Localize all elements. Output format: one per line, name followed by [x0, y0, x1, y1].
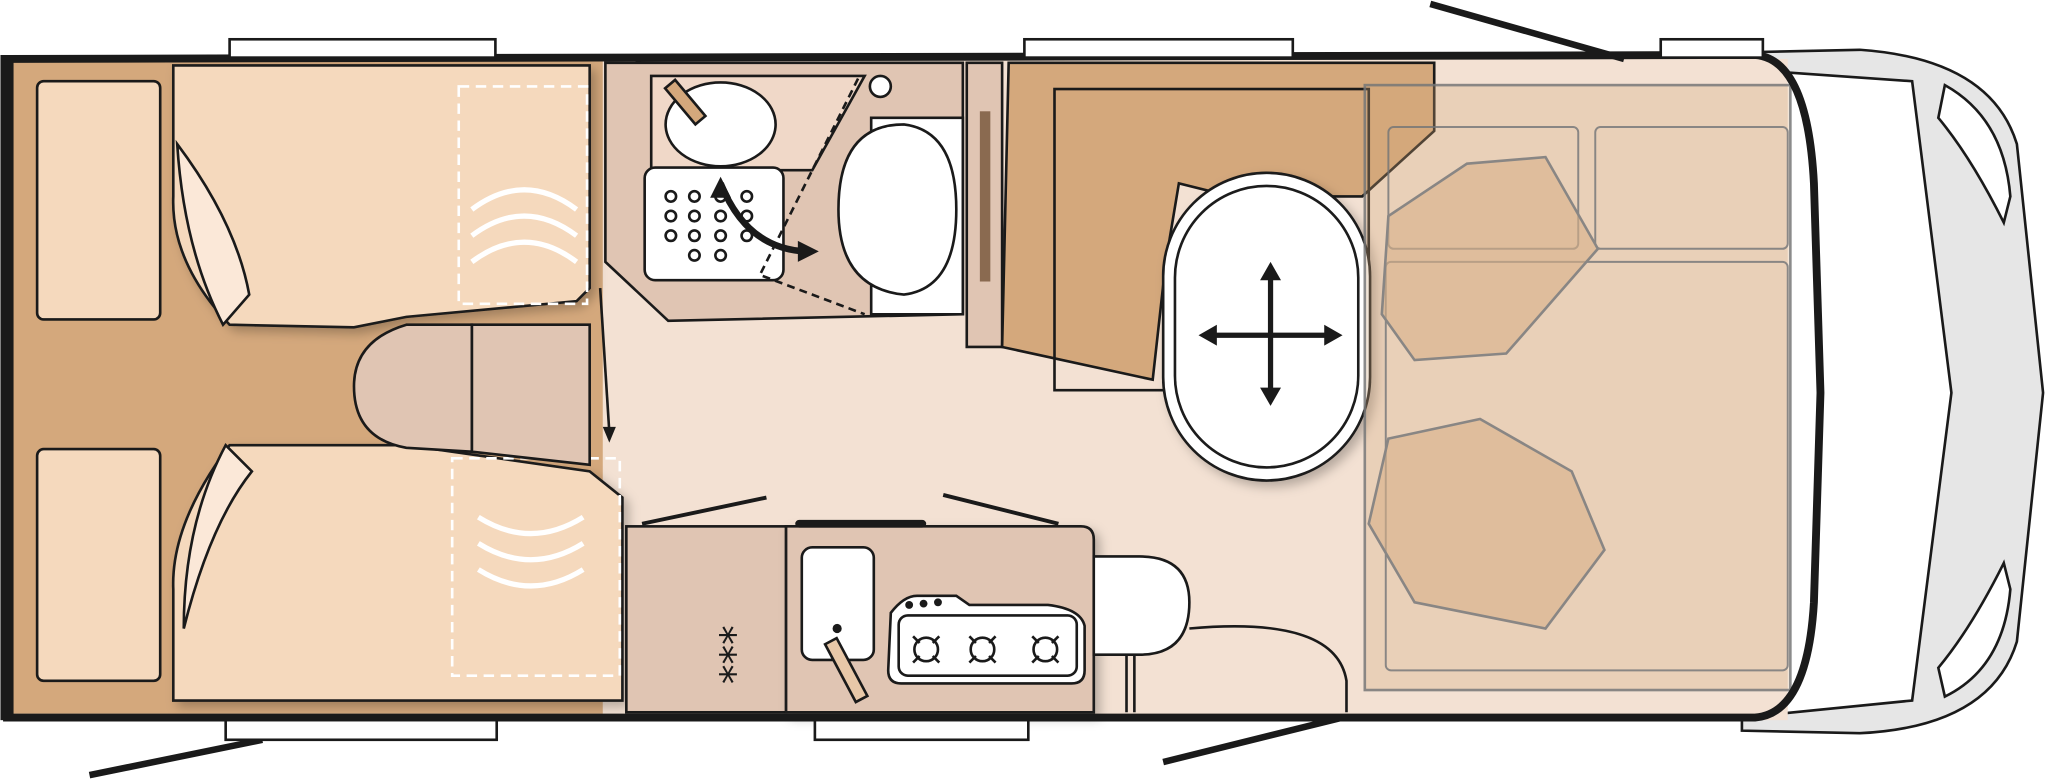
side-seat[interactable]	[1092, 555, 1191, 656]
bed-top-turned-sheet	[175, 139, 251, 328]
storage-left-bottom	[35, 447, 162, 683]
sink-faucet	[823, 636, 870, 704]
storage-left-top	[35, 79, 162, 321]
passenger-seat[interactable]	[1367, 417, 1606, 630]
cab-seating	[1363, 83, 1792, 692]
move-arrows-icon	[1198, 261, 1343, 406]
driver-seat[interactable]	[1380, 155, 1600, 362]
bed-step-cushion	[352, 323, 474, 454]
wardrobe-top	[457, 85, 589, 306]
door-handle	[979, 111, 991, 282]
door-swing-arrow-icon	[598, 287, 611, 433]
hanger-icon-bottom	[476, 514, 585, 589]
outer-wall	[3, 51, 1825, 722]
faucet	[663, 78, 708, 127]
bathroom	[604, 61, 965, 323]
bed-step	[470, 323, 591, 467]
dinette-bench[interactable]	[1000, 61, 1436, 382]
door-lines	[88, 0, 1625, 779]
fridge-symbol: ***	[698, 625, 743, 684]
toilet	[837, 123, 958, 296]
bed-top[interactable]	[171, 64, 591, 329]
wardrobe-bottom	[450, 456, 622, 677]
table[interactable]	[1161, 171, 1372, 482]
bed-bottom-turned-sheet	[182, 443, 254, 629]
bed-bottom[interactable]	[171, 443, 624, 702]
fridge[interactable]	[625, 525, 788, 714]
hanger-icon-top	[470, 187, 579, 264]
shower-tray	[643, 166, 785, 282]
windows	[224, 37, 1765, 742]
stove-burners	[912, 635, 1060, 664]
